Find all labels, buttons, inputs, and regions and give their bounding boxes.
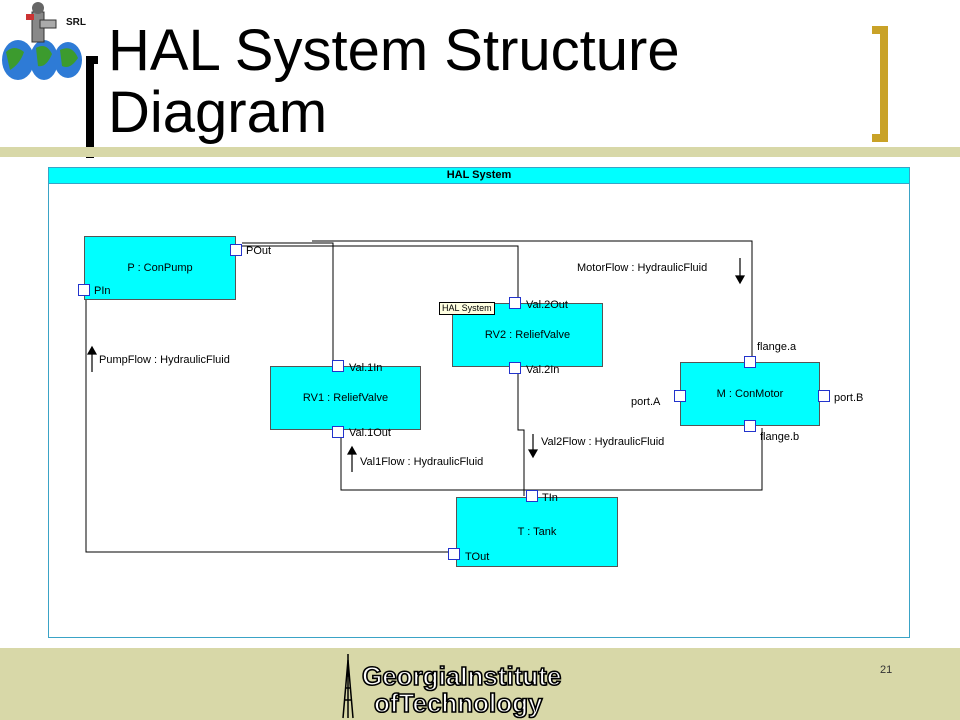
motor-flange-a-port[interactable] (744, 356, 756, 368)
pump-in-port[interactable] (78, 284, 90, 296)
line-pout-rv1 (242, 242, 334, 366)
motor-port-a[interactable] (674, 390, 686, 402)
slide-title: HAL System Structure Diagram (108, 18, 680, 145)
val1-flow-label: Val1Flow : HydraulicFluid (360, 456, 484, 468)
rv2-block-label: RV2 : ReliefValve (484, 329, 571, 341)
rv2-in-label: Val.2In (526, 364, 560, 376)
pump-in-label: PIn (94, 285, 111, 297)
rv1-out-label: Val.1Out (349, 427, 391, 439)
pump-block-label: P : ConPump (127, 262, 193, 274)
rv1-in-label: Val.1In (349, 362, 383, 374)
motor-port-b-label: port.B (834, 392, 864, 404)
svg-text:GeorgiaInstitute: GeorgiaInstitute (362, 661, 561, 691)
tank-out-port[interactable] (448, 548, 460, 560)
pump-flow-label: PumpFlow : HydraulicFluid (99, 354, 230, 366)
line-pout-rv2 (242, 245, 519, 298)
rv1-block-label: RV1 : ReliefValve (302, 392, 389, 404)
motor-block[interactable]: M : ConMotor (680, 362, 820, 426)
tank-block-label: T : Tank (517, 526, 557, 538)
page-number: 21 (880, 664, 893, 676)
line-rv2-tank (517, 373, 525, 496)
tank-in-port[interactable] (526, 490, 538, 502)
line-pout-motor (312, 240, 753, 356)
motor-block-label: M : ConMotor (716, 388, 784, 400)
title-underline-band (0, 147, 960, 157)
tank-block[interactable]: T : Tank (456, 497, 618, 567)
val2-flow-label: Val2Flow : HydraulicFluid (541, 436, 665, 448)
hal-system-tooltip: HAL System (439, 302, 495, 315)
motor-port-a-label: port.A (631, 396, 661, 408)
pump-out-port[interactable] (230, 244, 242, 256)
tank-in-label: TIn (542, 492, 558, 504)
tank-out-label: TOut (465, 551, 490, 563)
rv2-out-label: Val.2Out (526, 299, 568, 311)
footer-band (0, 648, 960, 720)
left-bracket (86, 56, 98, 158)
motor-flange-a-label: flange.a (757, 341, 797, 353)
line-pin-tout (85, 290, 450, 553)
pump-block[interactable]: P : ConPump (84, 236, 236, 300)
srl-logo (2, 2, 82, 80)
georgia-tech-logo: GeorgiaInstitute ofTechnology (342, 654, 562, 719)
motor-flange-b-label: flange.b (760, 431, 800, 443)
rv2-out-port[interactable] (509, 297, 521, 309)
rv1-block[interactable]: RV1 : ReliefValve (270, 366, 421, 430)
rv1-in-port[interactable] (332, 360, 344, 372)
line-rv1-tank (340, 428, 763, 491)
motor-port-b[interactable] (818, 390, 830, 402)
window-title-bar: HAL System (49, 168, 909, 184)
right-bracket (872, 26, 888, 142)
rv1-out-port[interactable] (332, 426, 344, 438)
srl-label: SRL (66, 17, 86, 28)
pump-out-label: POut (246, 245, 272, 257)
motor-flange-b-port[interactable] (744, 420, 756, 432)
svg-text:ofTechnology: ofTechnology (374, 688, 543, 718)
motor-flow-label: MotorFlow : HydraulicFluid (577, 262, 708, 274)
rv2-in-port[interactable] (509, 362, 521, 374)
